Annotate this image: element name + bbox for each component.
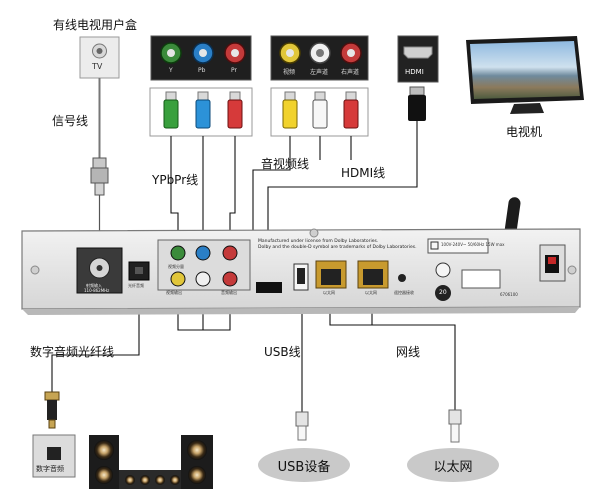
- ethernet-label: 以太网: [433, 459, 473, 475]
- usb-device-label: USB设备: [277, 459, 331, 475]
- compliance-badge: 20: [439, 289, 447, 296]
- pr-port-label: Pr: [231, 67, 237, 74]
- optical-receiver-label: 数字音频: [36, 465, 64, 473]
- pb-port-label: Pb: [198, 67, 206, 74]
- optical-panel-label: 光纤音频: [128, 283, 144, 288]
- y-port-label: Y: [169, 67, 173, 74]
- optical-receiver-box: [32, 434, 76, 478]
- av-cable-plugs: [270, 87, 369, 137]
- audio-left-port-label: 左声道: [310, 69, 329, 76]
- audio-out-panel-label: 音频输出: [221, 290, 237, 295]
- usb-device-node: USB设备: [258, 448, 350, 482]
- ypbpr-line-label: YPbPr线: [152, 173, 199, 187]
- model-number-label: 6706100: [500, 292, 518, 297]
- cable-tv-box-label: 有线电视用户盒: [53, 18, 138, 32]
- ethernet-node: 以太网: [407, 448, 499, 482]
- video-port-label: 视频: [283, 69, 296, 76]
- dolby-license-line2: Dolby and the double-D symbol are tradem…: [258, 245, 417, 250]
- optical-plug-icon: [44, 391, 60, 429]
- usb-line-label: USB线: [264, 345, 301, 359]
- usb-plug-icon: [295, 411, 309, 441]
- hdmi-box-label: HDMI: [405, 68, 424, 76]
- av-line-label: 音视频线: [261, 157, 310, 171]
- audio-right-port-label: 右声道: [341, 69, 360, 76]
- tv-set-label: 电视机: [506, 125, 543, 139]
- ethernet-plug-icon: [448, 409, 462, 443]
- lan2-panel-label: 以太网: [365, 290, 377, 295]
- hdmi-line-label: HDMI线: [341, 166, 386, 180]
- hdmi-plug-icon: [408, 86, 426, 121]
- network-line-label: 网线: [396, 345, 421, 359]
- set-top-box-back-panel: [21, 228, 581, 315]
- hdmi-port-box: [397, 35, 439, 83]
- component-output-panel: [150, 35, 252, 81]
- av-output-panel: [270, 35, 369, 81]
- dolby-license-line1: Manufactured under license from Dolby La…: [258, 239, 379, 244]
- rf-frequency-label: 110-862MHz: [84, 288, 110, 293]
- optical-line-label: 数字音频光纤线: [30, 345, 115, 359]
- tv-set-icon: [466, 36, 584, 114]
- video-out-panel-label: 视频输出: [166, 290, 182, 295]
- speakers-icon: [89, 435, 213, 489]
- tv-wall-outlet: [79, 36, 120, 79]
- component-panel-label: 视频分量: [168, 264, 184, 269]
- power-rating-label: 100V-240V~ 50/60Hz 15W max: [441, 242, 505, 247]
- rf-input-label: 射频输入: [86, 283, 102, 288]
- component-cable-plugs: [149, 87, 253, 137]
- coax-plug-icon: [90, 78, 109, 250]
- remote-panel-label: 遥控器接收: [394, 290, 414, 295]
- signal-line-label: 信号线: [52, 114, 89, 128]
- lan1-panel-label: 以太网: [323, 290, 335, 295]
- tv-port-label: TV: [92, 62, 103, 71]
